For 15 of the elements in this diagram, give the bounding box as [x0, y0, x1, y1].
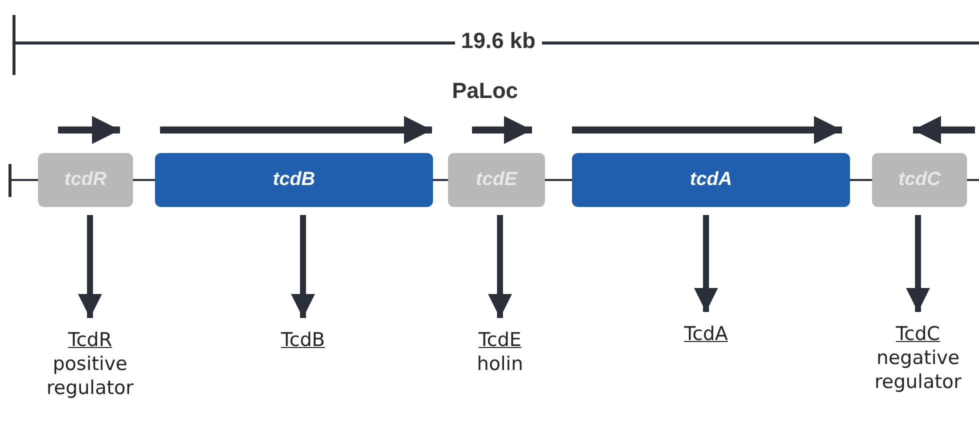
protein-description: negative regulator — [874, 346, 962, 394]
protein-description: holin — [476, 352, 524, 376]
protein-description: positive regulator — [46, 352, 134, 400]
protein-name: TcdC — [896, 322, 940, 346]
gene-box: tcdA — [572, 153, 850, 207]
protein-name: TcdA — [684, 322, 728, 346]
protein-name: TcdB — [281, 328, 325, 352]
arrow — [488, 215, 512, 318]
arrow — [906, 215, 930, 312]
gene-box: tcdB — [155, 153, 433, 207]
protein-name: TcdR — [68, 328, 112, 352]
arrow — [291, 215, 315, 318]
arrow — [78, 215, 102, 318]
protein-name: TcdE — [478, 328, 522, 352]
arrow — [694, 215, 718, 312]
